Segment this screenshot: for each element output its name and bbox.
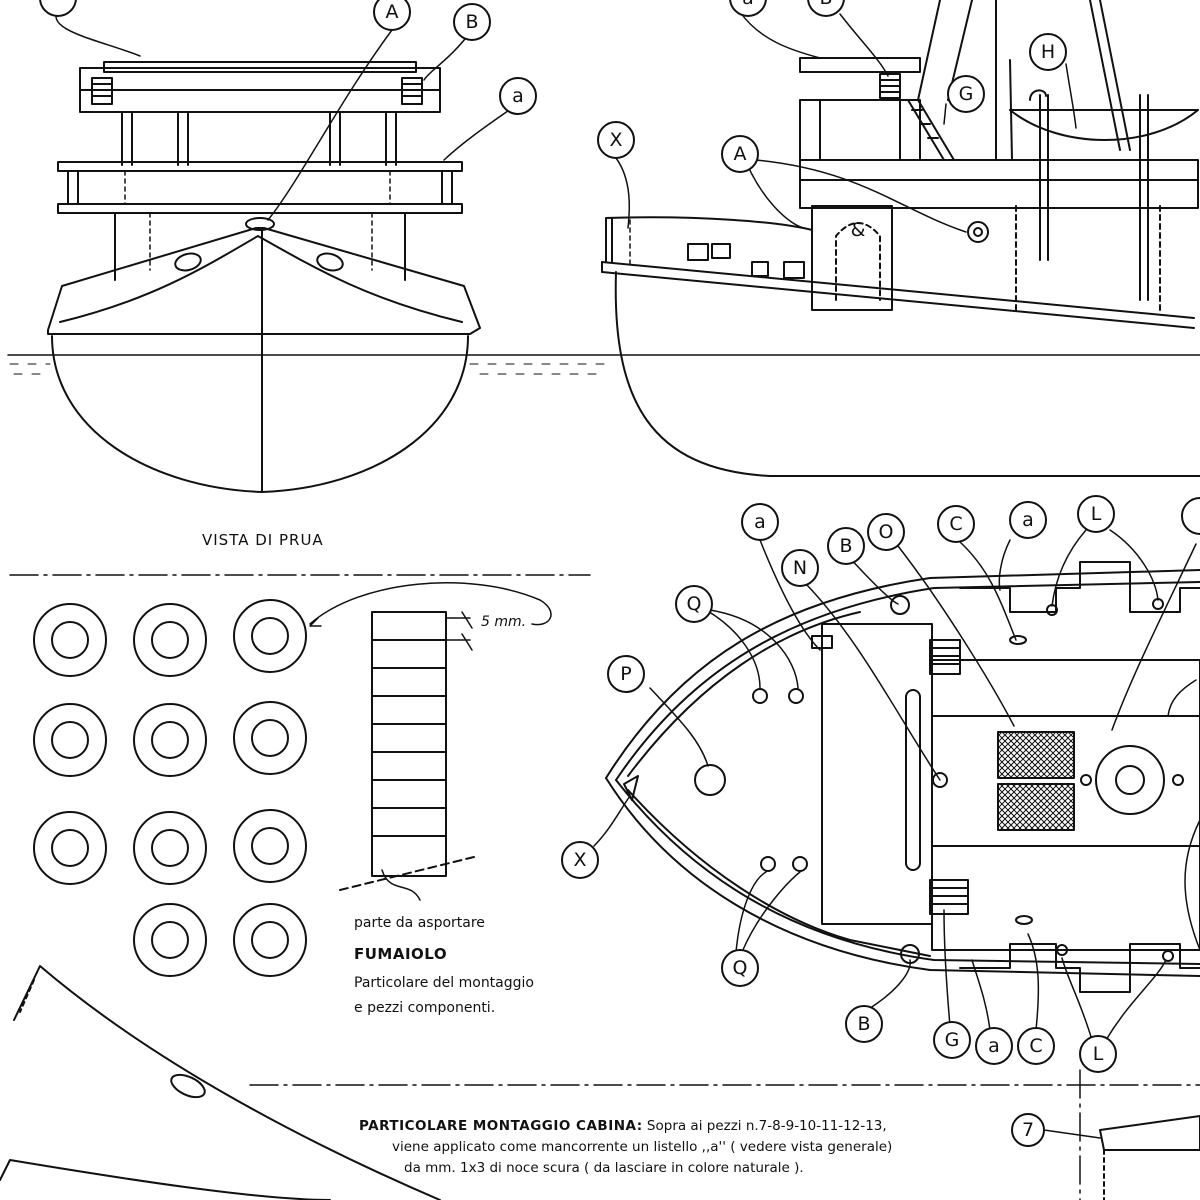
callout-side-G: G [959, 83, 974, 105]
callout-side-B: B [819, 0, 832, 9]
bow-view-caption: VISTA DI PRUA [202, 531, 324, 549]
cabin-note-line1: PARTICOLARE MONTAGGIO CABINA: Sopra ai p… [359, 1118, 887, 1134]
callout-plan-a2: a [1022, 509, 1034, 531]
leader-lines [55, 7, 1200, 1041]
callout-bubbles: A B a a B G H X A & a N B O C a L Q P X … [39, 0, 1200, 1147]
callout-bow-a: a [512, 85, 524, 107]
cabin-note-line2: viene applicato come mancorrente un list… [392, 1139, 893, 1155]
callout-side-door: & [851, 219, 866, 241]
bow-view [47, 61, 481, 493]
callout-plan-C2: C [1029, 1035, 1042, 1057]
callout-plan-Q2: Q [733, 957, 748, 979]
callout-bow-A: A [386, 1, 399, 23]
funnel-strip [339, 611, 479, 901]
callout-plan-L2: L [1093, 1043, 1104, 1065]
callout-plan-L: L [1091, 503, 1102, 525]
callout-plan-N: N [793, 557, 807, 579]
funnel-description-line1: Particolare del montaggio [354, 975, 534, 991]
callout-plan-a3: a [988, 1035, 1000, 1057]
cabin-note-line3: da mm. 1x3 di noce scura ( da lasciare i… [404, 1160, 804, 1176]
callout-plan-O: O [879, 521, 894, 543]
funnel-title: FUMAIOLO [354, 945, 448, 963]
lower-parts [0, 965, 1200, 1200]
callout-plan-P: P [620, 663, 631, 685]
callout-side-A: A [734, 143, 747, 165]
callout-side-H: H [1041, 41, 1055, 63]
funnel-cut-label: parte da asportare [354, 915, 485, 931]
side-view [601, 0, 1200, 477]
funnel-dimension: 5 mm. [481, 614, 527, 630]
callout-side-X: X [609, 129, 622, 151]
callout-plan-C: C [949, 513, 962, 535]
cabin-note-title: PARTICOLARE MONTAGGIO CABINA: [359, 1118, 643, 1134]
section-divider [9, 574, 1200, 1200]
cabin-note-text1: Sopra ai pezzi n.7-8-9-10-11-12-13, [642, 1118, 887, 1134]
callout-bow-B: B [465, 11, 478, 33]
callout-plan-B2: B [857, 1013, 870, 1035]
callout-plan-G: G [945, 1029, 960, 1051]
callout-plan-B: B [839, 535, 852, 557]
callout-plan-Q: Q [687, 593, 702, 615]
callout-side-a: a [742, 0, 754, 9]
callout-plan-X: X [573, 849, 586, 871]
life-rings [33, 582, 552, 977]
callout-detail-7: 7 [1022, 1119, 1034, 1141]
water-hatching [9, 363, 611, 375]
funnel-description-line2: e pezzi componenti. [354, 1000, 496, 1016]
callout-plan-a: a [754, 511, 766, 533]
plan-view [605, 561, 1200, 993]
bow-lights [91, 77, 423, 105]
